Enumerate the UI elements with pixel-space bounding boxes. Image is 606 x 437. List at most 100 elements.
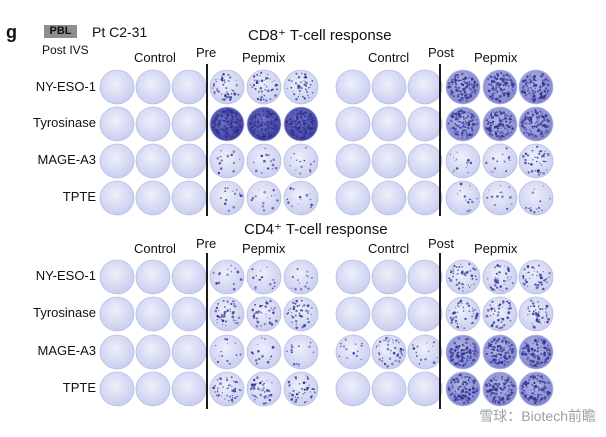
cd8-well (335, 69, 371, 105)
cd8-well (171, 143, 207, 179)
watermark: 雪球：Biotech前瞻 (479, 408, 596, 424)
cd8-well (135, 69, 171, 105)
cd8-well (335, 106, 371, 142)
cd8-well (335, 180, 371, 216)
cd8-well (445, 180, 481, 216)
cd4-row-label: Tyrosinase (33, 305, 96, 320)
cd4-well (209, 334, 245, 370)
cd8-well (209, 180, 245, 216)
cd4-well (335, 296, 371, 332)
cd4-well (407, 259, 443, 295)
cd8-well (135, 143, 171, 179)
cd8-pre-divider (206, 64, 208, 216)
cd8-post-divider (439, 64, 441, 216)
cd4-well (445, 296, 481, 332)
cd4-well (283, 334, 319, 370)
cd8-row-label: MAGE-A3 (37, 152, 96, 167)
pbl-badge: PBL (44, 25, 77, 38)
cd8-well (482, 180, 518, 216)
cd4-well (171, 371, 207, 407)
cd8-pepmix-post-label: Pepmix (474, 50, 518, 65)
cd8-well (135, 180, 171, 216)
cd4-well (371, 296, 407, 332)
cd8-well (283, 180, 319, 216)
patient-id: Pt C2-31 (92, 24, 148, 40)
cd8-well (445, 106, 481, 142)
cd8-pepmix-pre-label: Pepmix (242, 50, 286, 65)
cd8-row-label: TPTE (62, 189, 96, 204)
cd4-well (482, 334, 518, 370)
cd8-well (335, 143, 371, 179)
cd8-well (283, 143, 319, 179)
cd8-well (407, 69, 443, 105)
cd8-pre-label: Pre (196, 45, 217, 60)
cd4-well (99, 296, 135, 332)
cd8-well (246, 143, 282, 179)
cd8-well (445, 69, 481, 105)
cd4-well (171, 296, 207, 332)
cd4-well (135, 371, 171, 407)
cd4-well (335, 334, 371, 370)
cd8-well (209, 106, 245, 142)
cd8-well (407, 180, 443, 216)
cd8-row-label: NY-ESO-1 (35, 79, 96, 94)
cd4-well (407, 371, 443, 407)
cd4-pepmix-pre-label: Pepmix (242, 241, 286, 256)
cd8-well (171, 69, 207, 105)
cd8-well (371, 143, 407, 179)
cd8-well (99, 106, 135, 142)
cd8-well (371, 69, 407, 105)
cd8-title: CD8⁺ T-cell response (248, 27, 392, 44)
cd8-row-label: Tyrosinase (33, 115, 96, 130)
cd4-well (209, 259, 245, 295)
cd4-well (335, 371, 371, 407)
cd4-well (135, 334, 171, 370)
cd4-row-label: MAGE-A3 (37, 343, 96, 358)
cd4-well (246, 334, 282, 370)
cd4-well (371, 334, 407, 370)
cd8-well (283, 69, 319, 105)
cd8-well (445, 143, 481, 179)
cd8-well (283, 106, 319, 142)
cd4-well (482, 296, 518, 332)
cd4-title: CD4⁺ T-cell response (244, 221, 388, 238)
cd8-well (518, 106, 554, 142)
cd4-well (283, 296, 319, 332)
cd8-well (99, 69, 135, 105)
cd4-well (371, 371, 407, 407)
cd4-well (209, 371, 245, 407)
cd4-well (246, 296, 282, 332)
cd4-well (518, 371, 554, 407)
cd8-well (407, 143, 443, 179)
cd8-well (246, 106, 282, 142)
cd4-control-pre-label: Control (134, 241, 176, 256)
cd8-well (407, 106, 443, 142)
cd8-well (518, 69, 554, 105)
cd8-well (246, 69, 282, 105)
cd4-well (99, 259, 135, 295)
cd4-pepmix-post-label: Pepmix (474, 241, 518, 256)
cd4-well (407, 334, 443, 370)
cd4-well (135, 259, 171, 295)
cd4-well (445, 371, 481, 407)
panel-letter: g (6, 22, 17, 42)
cd4-well (335, 259, 371, 295)
cd4-well (246, 371, 282, 407)
cd8-control-pre-label: Control (134, 50, 176, 65)
cd8-well (135, 106, 171, 142)
cd4-well (246, 259, 282, 295)
cd8-well (371, 106, 407, 142)
cd4-well (518, 334, 554, 370)
cd4-well (445, 259, 481, 295)
cd4-well (283, 259, 319, 295)
cd8-well (99, 180, 135, 216)
cd4-well (171, 334, 207, 370)
cd4-row-label: NY-ESO-1 (35, 268, 96, 283)
cd4-well (209, 296, 245, 332)
cd8-well (209, 69, 245, 105)
cd8-well (518, 143, 554, 179)
cd8-well (99, 143, 135, 179)
sample-label: Post IVS (42, 43, 89, 57)
cd4-pre-divider (206, 253, 208, 409)
cd8-well (482, 69, 518, 105)
